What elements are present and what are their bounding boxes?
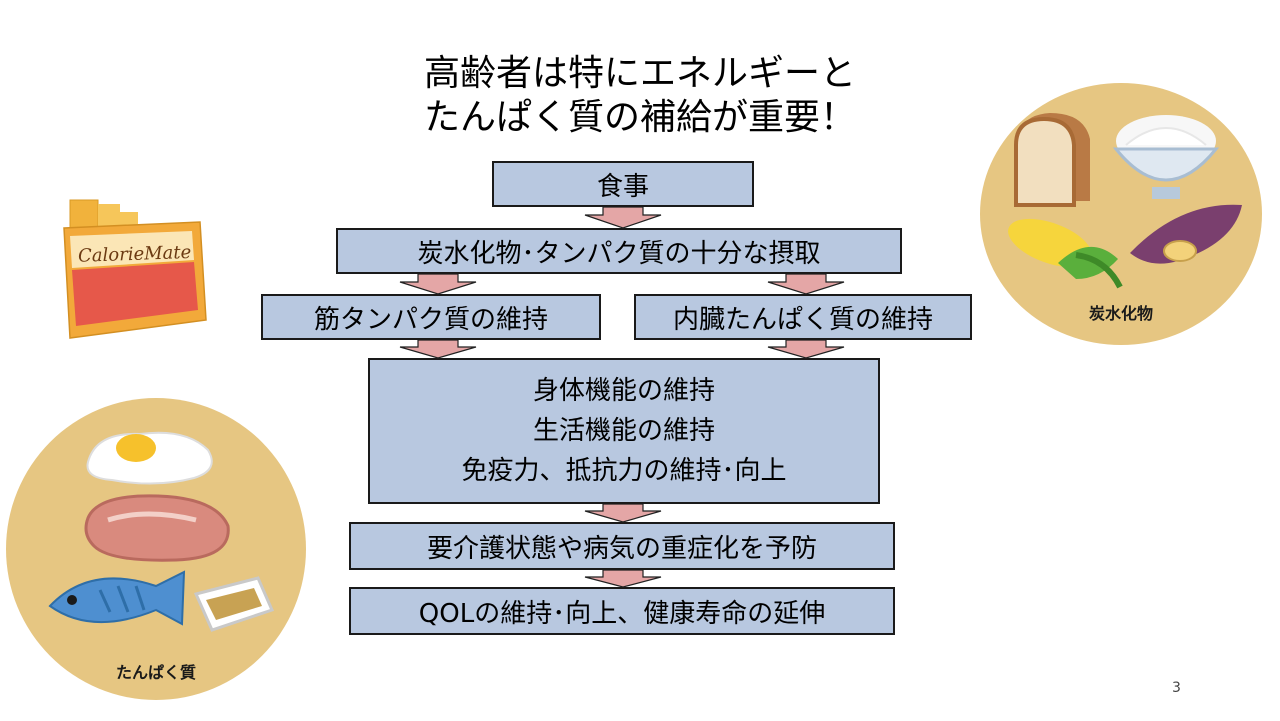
sweet-potato-icon: [1130, 204, 1242, 264]
visceral-protein-box: 内臓たんぱく質の維持: [634, 294, 972, 340]
arrow-intake-to-muscle: [399, 274, 477, 295]
functions-box: 身体機能の維持 生活機能の維持 免疫力、抵抗力の維持･向上: [368, 358, 880, 504]
arrow-meal-to-intake: [584, 207, 662, 229]
meal-box: 食事: [492, 161, 754, 207]
arrow-visceral-to-functions: [767, 340, 845, 359]
qol-label: QOLの維持･向上、健康寿命の延伸: [418, 598, 826, 629]
carbohydrate-foods-icon: 炭水化物: [1008, 113, 1242, 323]
prevention-label: 要介護状態や病気の重症化を予防: [426, 533, 817, 564]
arrow-functions-to-prevention: [584, 504, 662, 523]
muscle-protein-box: 筋タンパク質の維持: [261, 294, 601, 340]
bread-icon: [1014, 113, 1090, 207]
arrow-prevention-to-qol: [584, 570, 662, 588]
nutrient-intake-box: 炭水化物･タンパク質の十分な摂取: [336, 228, 902, 274]
title-line-1: 高齢者は特にエネルギーと: [423, 53, 856, 94]
carbohydrate-label: 炭水化物: [1089, 304, 1153, 323]
functions-line-3: 免疫力、抵抗力の維持･向上: [461, 456, 787, 486]
fried-egg-icon: [86, 431, 213, 485]
calorie-mate-logo: CalorieMate: [78, 242, 192, 267]
slide-title: 高齢者は特にエネルギーと たんぱく質の補給が重要！: [0, 52, 1280, 140]
visceral-protein-label: 内臓たんぱく質の維持: [672, 304, 933, 335]
natto-icon: [193, 576, 275, 632]
calorie-mate-box-icon: CalorieMate: [63, 199, 207, 339]
fish-icon: [48, 570, 186, 626]
functions-line-1: 身体機能の維持: [532, 376, 715, 406]
muscle-protein-label: 筋タンパク質の維持: [313, 304, 548, 335]
title-line-2: たんぱく質の補給が重要！: [423, 97, 856, 138]
page-number: 3: [1172, 680, 1181, 696]
rice-bowl-icon: [1112, 115, 1220, 199]
steak-icon: [84, 494, 230, 562]
nutrient-intake-label: 炭水化物･タンパク質の十分な摂取: [417, 238, 821, 269]
protein-label: たんぱく質: [116, 663, 196, 682]
functions-line-2: 生活機能の維持: [532, 416, 715, 446]
corn-icon: [1008, 218, 1123, 289]
arrow-intake-to-visceral: [767, 274, 845, 295]
meal-label: 食事: [596, 171, 649, 202]
arrow-muscle-to-functions: [399, 340, 477, 359]
qol-box: QOLの維持･向上、健康寿命の延伸: [349, 587, 895, 635]
prevention-box: 要介護状態や病気の重症化を予防: [349, 522, 895, 570]
protein-foods-icon: たんぱく質: [48, 431, 275, 682]
